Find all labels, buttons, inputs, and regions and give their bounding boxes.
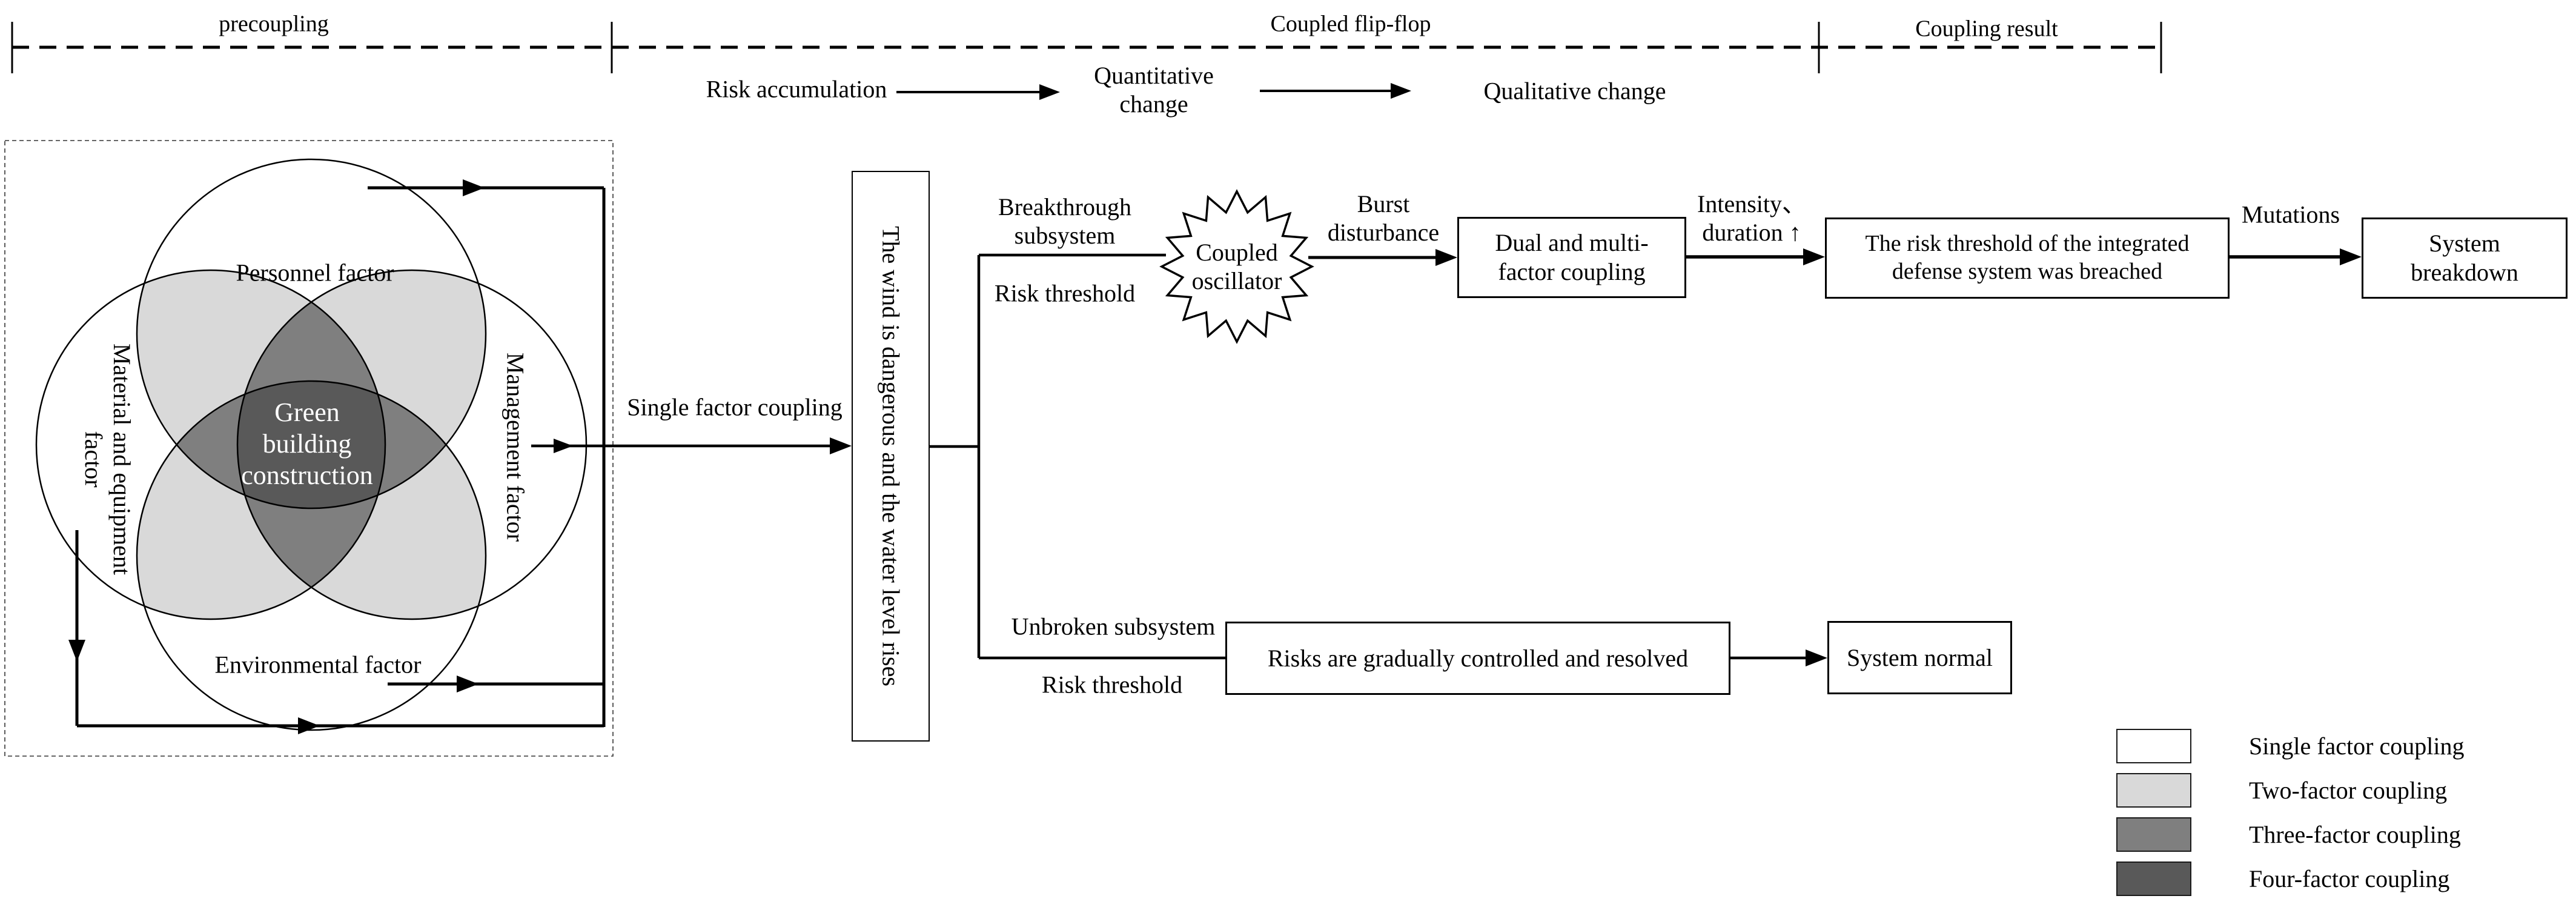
legend-item-four-factor: Four-factor coupling: [2116, 862, 2449, 896]
precoupling-dashed-frame: [4, 140, 614, 757]
legend-swatch-four-factor: [2116, 862, 2191, 896]
mutations-label: Mutations: [2241, 201, 2340, 228]
unbroken-subsystem-label: Unbroken subsystem: [1011, 613, 1216, 640]
risk-accumulation-label: Risk accumulation: [706, 75, 887, 103]
legend-label-single-factor: Single factor coupling: [2249, 732, 2465, 760]
material-factor-label: Material and equipment factor: [80, 343, 136, 576]
circulation-top-arrowhead: [463, 179, 485, 196]
dual-box-arrowhead: [1435, 249, 1457, 266]
risks-controlled-box: Risks are gradually controlled and resol…: [1225, 622, 1730, 695]
legend-swatch-two-factor: [2116, 773, 2191, 808]
system-normal-box: System normal: [1827, 621, 2012, 694]
section-coupled-flip-flop: Coupled flip-flop: [1270, 11, 1431, 37]
breakdown-box-arrowhead: [2340, 248, 2362, 265]
section-precoupling: precoupling: [219, 11, 329, 37]
single-factor-arrowhead: [830, 437, 852, 454]
quantitative-arrowhead: [1391, 83, 1411, 99]
risk-threshold-bottom-label: Risk threshold: [1041, 671, 1183, 699]
qualitative-change-label: Qualitative change: [1483, 77, 1666, 105]
circulation-left-arrowhead: [68, 640, 85, 662]
risk-accumulation-arrowhead: [1039, 84, 1060, 100]
circulation-midbottom-arrowhead: [457, 676, 478, 692]
material-factor-circle: [35, 269, 386, 620]
circulation-bottom-arrowhead: [298, 717, 320, 734]
venn-center-label: Green building construction: [241, 397, 373, 490]
legend-swatch-three-factor: [2116, 817, 2191, 852]
dual-coupling-box: Dual and multi- factor coupling: [1457, 217, 1686, 298]
breakthrough-subsystem-label: Breakthrough subsystem: [998, 193, 1131, 249]
legend-label-two-factor: Two-factor coupling: [2249, 777, 2448, 804]
single-factor-coupling-label: Single factor coupling: [627, 393, 843, 421]
legend-label-three-factor: Three-factor coupling: [2249, 821, 2461, 848]
legend-item-two-factor: Two-factor coupling: [2116, 773, 2447, 808]
legend-label-four-factor: Four-factor coupling: [2249, 865, 2450, 892]
single-factor-mid-arrowhead: [554, 439, 573, 453]
environmental-factor-label: Environmental factor: [214, 651, 422, 679]
legend-swatch-single-factor: [2116, 729, 2191, 763]
personnel-factor-label: Personnel factor: [236, 259, 394, 287]
coupled-oscillator-star: [1159, 189, 1314, 344]
section-coupling-result: Coupling result: [1915, 16, 2058, 42]
quantitative-change-label: Quantitative change: [1094, 61, 1214, 118]
burst-disturbance-label: Burst disturbance: [1327, 190, 1440, 246]
breach-box: The risk threshold of the integrated def…: [1825, 217, 2230, 299]
system-breakdown-box: System breakdown: [2362, 217, 2568, 299]
personnel-factor-circle: [136, 158, 487, 510]
risk-threshold-top-label: Risk threshold: [994, 279, 1136, 307]
intensity-duration-label: Intensity、 duration ↑: [1697, 190, 1806, 246]
normal-box-arrowhead: [1806, 649, 1827, 666]
coupled-oscillator-label: Coupled oscillator: [1191, 238, 1282, 294]
legend-item-single-factor: Single factor coupling: [2116, 729, 2464, 763]
management-factor-label: Management factor: [502, 352, 529, 542]
wind-box: The wind is dangerous and the water leve…: [852, 171, 930, 742]
breach-box-arrowhead: [1803, 248, 1825, 265]
environmental-factor-circle: [136, 380, 487, 731]
wind-box-text: The wind is dangerous and the water leve…: [877, 226, 905, 686]
legend-item-three-factor: Three-factor coupling: [2116, 817, 2461, 852]
